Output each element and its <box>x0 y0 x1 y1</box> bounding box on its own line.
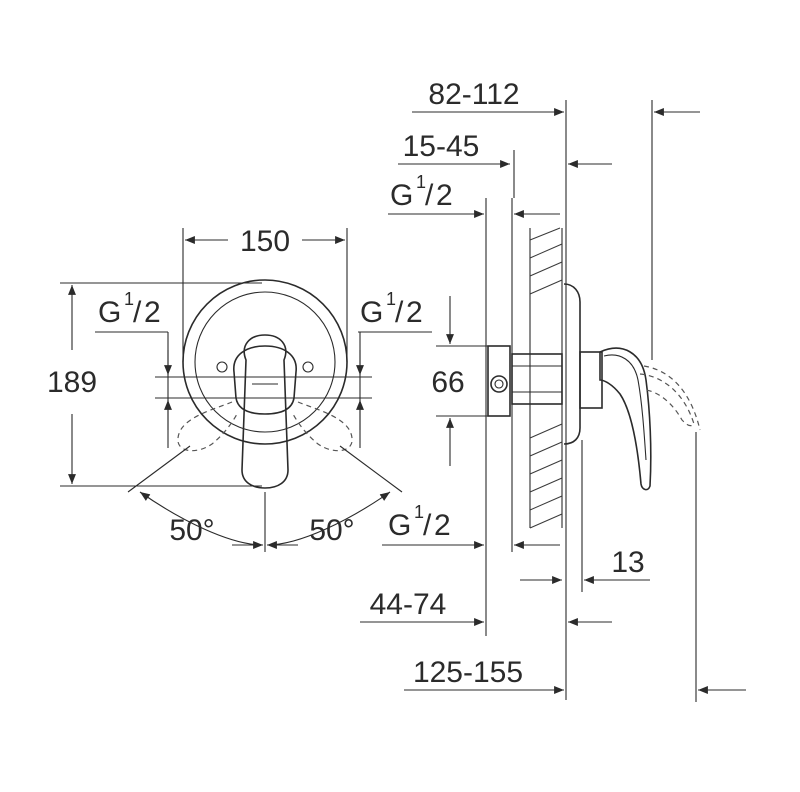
side-thread-top-slash: / <box>425 179 434 212</box>
side-thread-top-num: 1 <box>416 172 426 192</box>
side-thread-bottom-slash: / <box>423 509 432 542</box>
side-thread-bottom-num: 1 <box>414 502 424 522</box>
thread-left-den: 2 <box>144 296 161 329</box>
dim-125-label: 125-155 <box>413 656 523 689</box>
lever-side-inner <box>603 354 647 461</box>
dim-44-label: 44-74 <box>370 588 447 621</box>
dim-150-label: 150 <box>240 225 290 258</box>
wall-hatch <box>529 227 563 529</box>
dim-66-label: 66 <box>431 366 464 399</box>
cartridge-body <box>579 351 603 409</box>
angle-left-label: 50° <box>169 514 214 547</box>
lever-alt-position-2 <box>643 365 701 431</box>
side-thread-top-den: 2 <box>436 179 453 212</box>
handle-alt-left <box>177 401 239 452</box>
angle-left-line <box>127 445 191 493</box>
valve-port-inner <box>494 379 504 389</box>
dim-82-label: 82-112 <box>428 78 519 111</box>
valve-stem <box>511 353 563 405</box>
angle-left-arc <box>139 491 264 546</box>
side-thread-bottom-label: G <box>388 509 411 542</box>
handle-alt-right <box>291 401 353 452</box>
dim-15-label: 15-45 <box>403 130 480 163</box>
lever-alt-position <box>639 373 695 427</box>
side-thread-top-label: G <box>390 179 413 212</box>
screw-left <box>216 361 228 373</box>
screw-right <box>302 361 314 373</box>
dim-189-label: 189 <box>47 366 97 399</box>
side-view: 82-112 15-45 G 1 / 2 66 G 1 / 2 13 <box>360 78 746 702</box>
angle-right-line <box>339 445 403 493</box>
dim-13-label: 13 <box>611 546 644 579</box>
thread-right-slash: / <box>395 296 404 329</box>
thread-right-label: G <box>360 296 383 329</box>
handle-top-cap <box>233 345 297 415</box>
valve-box <box>487 345 511 417</box>
escutcheon-inner-ring <box>194 291 336 433</box>
thread-right-den: 2 <box>406 296 423 329</box>
escutcheon-outer-ring <box>182 279 348 445</box>
angle-right-arc <box>266 491 391 546</box>
side-thread-bottom-den: 2 <box>434 509 451 542</box>
valve-port-outer <box>490 375 508 393</box>
thread-left-num: 1 <box>124 289 134 309</box>
thread-right-num: 1 <box>386 289 396 309</box>
thread-left-label: G <box>98 296 121 329</box>
lever-side <box>599 347 652 491</box>
angle-right-label: 50° <box>309 514 354 547</box>
front-view: 150 189 G 1 / 2 G 1 / 2 50° 50° <box>47 225 432 552</box>
thread-left-slash: / <box>133 296 142 329</box>
